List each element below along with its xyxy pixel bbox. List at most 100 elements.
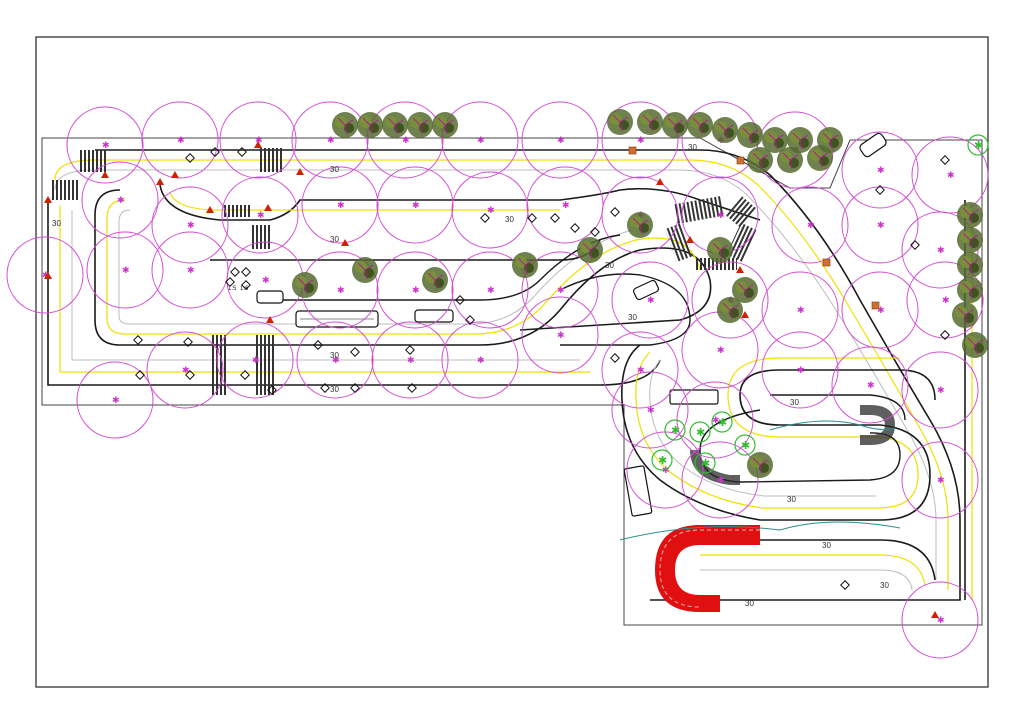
bus-icon [669, 389, 719, 405]
tree-icon [637, 109, 663, 135]
crosswalk-icon [255, 335, 275, 395]
tree-icon [957, 202, 983, 228]
marker-icon [610, 207, 620, 217]
cone-icon [736, 266, 744, 273]
shrub-icon: ✱ [711, 411, 733, 433]
shrub-icon: ✱ [967, 134, 989, 156]
crosswalk-icon [222, 205, 250, 217]
lighting-coverage: ✱✱✱✱✱✱✱✱✱✱✱✱✱✱✱✱✱✱✱✱✱✱✱✱✱✱✱✱✱✱✱✱✱✱✱✱✱✱✱✱… [6, 101, 989, 659]
crosswalk-icon [50, 180, 78, 200]
parking-label: 1:5 [228, 286, 237, 292]
svg-text:✱: ✱ [487, 206, 495, 216]
svg-text:✱: ✱ [477, 136, 485, 146]
marker-icon [465, 315, 475, 325]
cone-icon [656, 178, 664, 185]
marker-icon [840, 580, 850, 590]
svg-text:✱: ✱ [877, 221, 885, 231]
svg-text:✱: ✱ [412, 201, 420, 211]
svg-text:✱: ✱ [877, 306, 885, 316]
street-lamp-icon: ✱ [611, 371, 689, 449]
street-lamp-icon: ✱ [831, 346, 909, 424]
tree-icon [707, 237, 733, 263]
marker-icon [940, 330, 950, 340]
svg-text:✱: ✱ [717, 346, 725, 356]
marker-icon [225, 277, 235, 287]
svg-text:✱: ✱ [255, 136, 263, 146]
svg-text:✱: ✱ [327, 136, 335, 146]
speed-label: 30 [880, 581, 889, 590]
svg-text:✱: ✱ [717, 211, 725, 221]
svg-text:✱: ✱ [332, 356, 340, 366]
svg-text:✱: ✱ [557, 136, 565, 146]
svg-text:✱: ✱ [117, 196, 125, 206]
svg-text:✱: ✱ [122, 266, 130, 276]
svg-text:✱: ✱ [658, 454, 667, 467]
tree-icon [712, 117, 738, 143]
svg-text:✱: ✱ [252, 356, 260, 366]
street-lamp-icon: ✱ [226, 241, 304, 319]
speed-label: 30 [505, 215, 514, 224]
crosswalk-icon [258, 148, 284, 172]
tree-icon [422, 267, 448, 293]
cone-icon [171, 171, 179, 178]
street-lamp-icon: ✱ [441, 101, 519, 179]
svg-text:✱: ✱ [562, 201, 570, 211]
tree-icon [962, 332, 988, 358]
marker-icon [267, 385, 277, 395]
svg-text:✱: ✱ [947, 171, 955, 181]
marker-icon [210, 147, 220, 157]
marker-icon [320, 383, 330, 393]
marker-icon [241, 267, 251, 277]
cone-icon [341, 239, 349, 246]
shrub-icon: ✱ [689, 421, 711, 443]
green-trees: ✱ ✱ ✱ ✱ ✱ ✱ ✱ [651, 134, 989, 474]
shrub-icon: ✱ [664, 419, 686, 441]
crosswalk-icon [80, 150, 106, 172]
marker-icon [241, 280, 251, 290]
street-lamp-icon: ✱ [451, 251, 529, 329]
tree-icon [952, 302, 978, 328]
tree-icon [957, 227, 983, 253]
svg-text:✱: ✱ [877, 166, 885, 176]
svg-text:✱: ✱ [797, 306, 805, 316]
marker-icon [230, 267, 240, 277]
tree-icon [292, 272, 318, 298]
svg-text:✱: ✱ [637, 136, 645, 146]
svg-text:✱: ✱ [337, 286, 345, 296]
svg-text:✱: ✱ [337, 201, 345, 211]
sign-icon [822, 258, 831, 267]
street-lamp-icon: ✱ [81, 161, 159, 239]
marker-icon [550, 213, 560, 223]
svg-text:✱: ✱ [937, 476, 945, 486]
svg-text:✱: ✱ [807, 221, 815, 231]
street-lamp-icon: ✱ [301, 166, 379, 244]
sign-icon [736, 156, 745, 165]
svg-text:✱: ✱ [937, 616, 945, 626]
speed-label: 30 [787, 495, 796, 504]
street-lamp-icon: ✱ [296, 321, 374, 399]
tree-icon [687, 112, 713, 138]
svg-text:✱: ✱ [647, 296, 655, 306]
crosswalk-icon [725, 196, 758, 229]
street-lamp-icon: ✱ [86, 231, 164, 309]
shrub-icon: ✱ [694, 452, 716, 474]
crosswalk-icon [673, 195, 725, 225]
marker-icon [875, 185, 885, 195]
svg-text:✱: ✱ [942, 296, 950, 306]
street-lamp-icon: ✱ [901, 441, 979, 519]
svg-text:✱: ✱ [718, 416, 727, 429]
bus-icon [295, 310, 379, 328]
car-icon [414, 309, 454, 323]
street-lamp-icon: ✱ [291, 101, 369, 179]
cone-icon [296, 168, 304, 175]
svg-text:✱: ✱ [741, 439, 750, 452]
skid-pad-hatched [690, 405, 895, 485]
svg-text:✱: ✱ [487, 286, 495, 296]
tree-icon [717, 297, 743, 323]
tree-icon [607, 109, 633, 135]
tree-icon [787, 127, 813, 153]
street-lamp-icon: ✱ [611, 261, 689, 339]
svg-text:✱: ✱ [696, 426, 705, 439]
street-lamp-icon: ✱ [521, 101, 599, 179]
